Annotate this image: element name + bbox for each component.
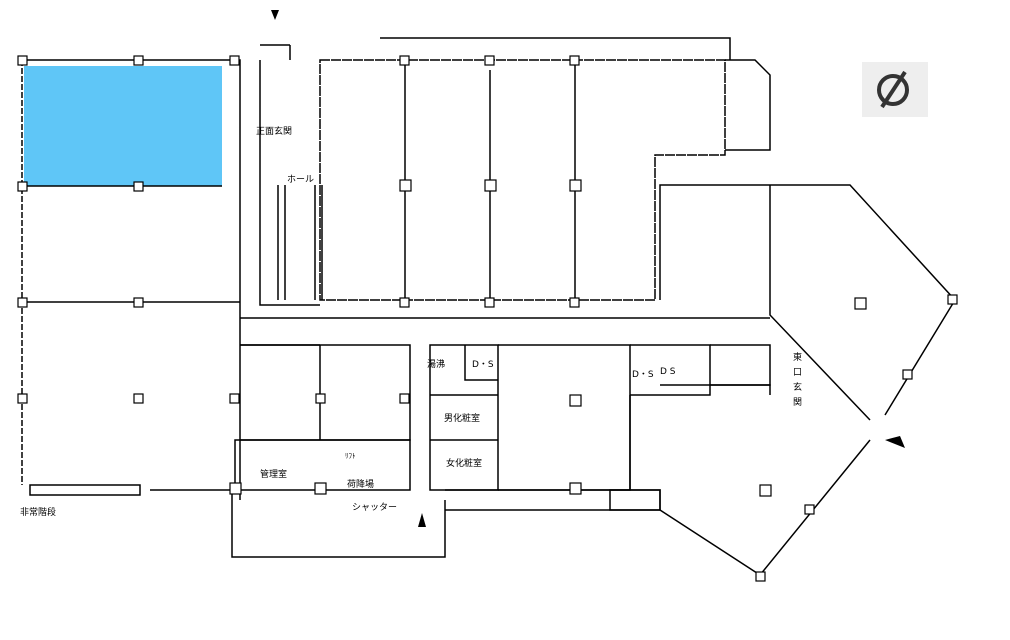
- no-smoking-icon: [862, 62, 928, 117]
- room-label-ds-1: D・S: [472, 360, 494, 370]
- room-label-mens-restroom: 男化粧室: [444, 414, 481, 424]
- room-label-lift: ﾘﾌﾄ: [345, 452, 356, 460]
- room-label-ds-2: D・S: [632, 370, 654, 380]
- entrance-arrow-north: [271, 10, 279, 20]
- highlighted-room[interactable]: [24, 66, 222, 186]
- room-label-east-entrance: 東口玄関: [791, 352, 801, 412]
- room-label-shutter: シャッター: [352, 503, 398, 513]
- room-label-management: 管理室: [260, 470, 288, 480]
- entrance-arrow-east: [885, 436, 905, 448]
- room-label-ds-3: D S: [660, 367, 676, 377]
- room-label-kitchenette: 湯沸: [427, 360, 446, 370]
- room-label-emergency-stairs: 非常階段: [20, 508, 57, 518]
- room-label-front-entrance: 正面玄関: [256, 127, 293, 137]
- entrance-arrow-shutter: [418, 513, 426, 527]
- room-label-unloading: 荷降場: [347, 480, 375, 490]
- room-label-hall: ホール: [287, 175, 315, 185]
- room-label-womens-restroom: 女化粧室: [446, 459, 483, 469]
